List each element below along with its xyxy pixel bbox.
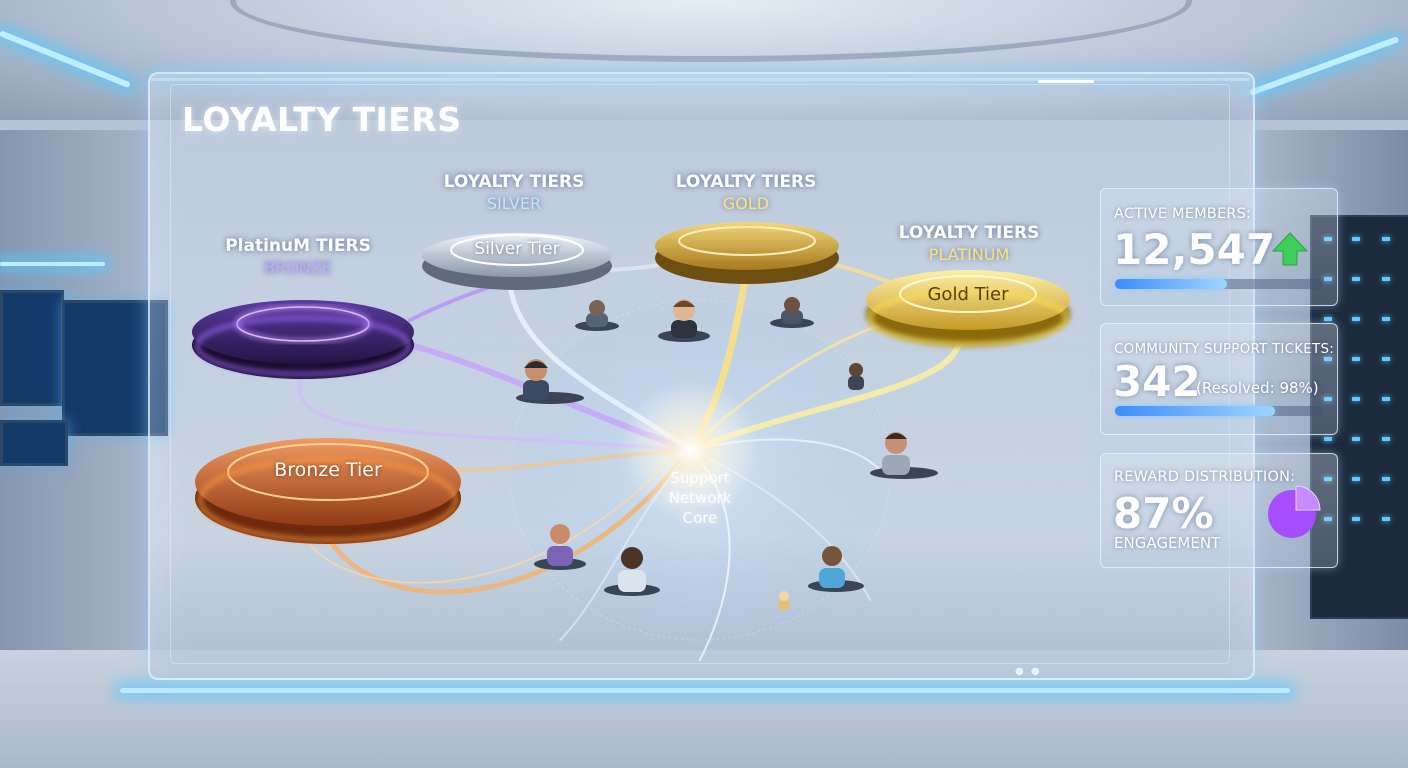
support-network-core-label: Support Network Core	[640, 468, 760, 528]
resolved-rate: (Resolved: 98%)	[1196, 379, 1319, 397]
stream-bronze	[309, 469, 661, 584]
tier-label-bronze: PlatinuM TIERS BRONZE	[198, 235, 398, 279]
tickets-progress-track	[1115, 406, 1323, 416]
avatar-support-agent[interactable]	[575, 300, 619, 331]
members-progress-fill	[1115, 279, 1228, 289]
page-title: LOYALTY TIERS	[182, 100, 462, 139]
tier-label-gold: LOYALTY TIERS GOLD	[656, 171, 836, 215]
disc-label-gold-tier: Gold Tier	[927, 284, 1009, 305]
tier-heading: LOYALTY TIERS	[898, 223, 1040, 243]
tier-subtitle: GOLD	[722, 194, 770, 213]
members-progress-track	[1115, 279, 1323, 289]
panel-handle[interactable]	[1038, 80, 1094, 83]
tier-heading: PlatinuM TIERS	[225, 236, 371, 256]
avatar-support-agent[interactable]	[604, 547, 660, 596]
glass-panel-inner-frame	[170, 84, 1230, 664]
tier-disc-bronze[interactable]	[195, 438, 461, 544]
support-tickets-value: 342	[1113, 357, 1201, 406]
tier-heading: LOYALTY TIERS	[675, 172, 817, 192]
desk-monitor	[0, 420, 68, 466]
avatar-support-agent[interactable]	[534, 524, 586, 570]
tier-disc-gold-tier[interactable]	[866, 270, 1070, 346]
wall-monitor	[0, 290, 64, 406]
card-label: REWARD DISTRIBUTION:	[1114, 469, 1296, 485]
engagement-caption: ENGAGEMENT	[1114, 534, 1221, 552]
avatar-support-agent[interactable]	[808, 546, 864, 592]
tier-label-silver: LOYALTY TIERS SILVER	[424, 171, 604, 215]
tier-subtitle: PLATINUM	[928, 245, 1010, 264]
avatar-support-agent[interactable]	[658, 299, 710, 342]
card-label: COMMUNITY SUPPORT TICKETS:	[1114, 341, 1334, 357]
core-label-line: Core	[682, 509, 718, 527]
avatar-support-agent[interactable]	[770, 297, 814, 328]
active-members-value: 12,547	[1113, 225, 1276, 274]
wall-monitor	[62, 300, 168, 436]
tier-subtitle: SILVER	[486, 194, 542, 213]
support-tickets-card[interactable]: COMMUNITY SUPPORT TICKETS: 342 (Resolved…	[1100, 323, 1338, 435]
stream-platinum	[297, 378, 692, 452]
avatar-support-agent[interactable]	[516, 359, 584, 404]
core-glow	[620, 380, 760, 520]
core-label-line: Support	[670, 469, 730, 487]
neon-strip-left-wall	[0, 262, 105, 266]
core-label-line: Network	[668, 489, 732, 507]
neon-strip-top	[150, 78, 1250, 81]
reward-distribution-value: 87%	[1113, 489, 1214, 538]
stream-bronze	[327, 447, 693, 595]
reward-distribution-card[interactable]: REWARD DISTRIBUTION: 87% ENGAGEMENT	[1100, 453, 1338, 568]
disc-label-bronze: Bronze Tier	[274, 459, 382, 481]
floor-neon-ring	[120, 688, 1290, 693]
tier-disc-gold[interactable]	[655, 222, 839, 284]
server-rack	[1310, 215, 1408, 619]
card-label: ACTIVE MEMBERS:	[1114, 206, 1252, 222]
floor	[0, 650, 1408, 768]
avatar-support-agent[interactable]	[778, 591, 790, 610]
tickets-progress-fill	[1115, 406, 1276, 416]
tier-disc-platinum[interactable]	[192, 300, 414, 379]
avatar-support-agent[interactable]	[870, 432, 938, 479]
pie-chart-icon	[1268, 485, 1321, 538]
avatar-support-agent[interactable]	[848, 363, 864, 390]
disc-label-silver: Silver Tier	[474, 239, 560, 259]
panel-dots: ● ●	[1015, 666, 1042, 677]
tier-heading: LOYALTY TIERS	[443, 172, 585, 192]
arrow-up-icon	[1271, 232, 1309, 266]
tier-disc-silver[interactable]	[422, 233, 612, 290]
tier-subtitle: BRONZE	[264, 258, 332, 277]
tier-label-platinum: LOYALTY TIERS PLATINUM	[879, 222, 1059, 266]
